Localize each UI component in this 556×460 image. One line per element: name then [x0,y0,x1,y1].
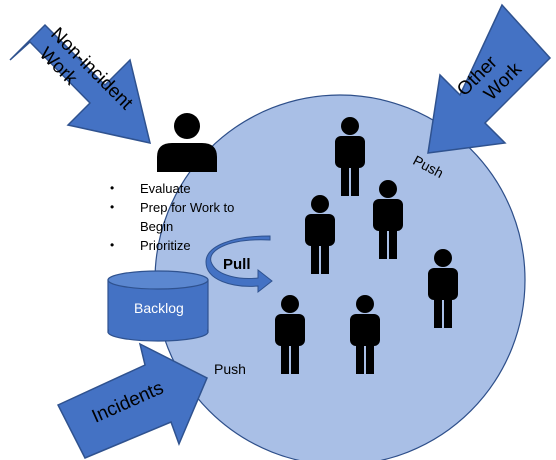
incidents-arrow [56,342,208,459]
other-work-arrow [427,3,552,154]
backlog-cylinder [107,270,209,342]
backlog-label: Backlog [134,300,184,316]
manager-task-list: Evaluate Prep for Work to Begin Prioriti… [110,179,270,255]
task-item: Evaluate [110,179,270,198]
task-item: Prioritize [110,236,270,255]
non-incident-work-arrow [9,23,152,144]
manager-person-icon [157,113,217,172]
push-bottom-label: Push [214,361,246,377]
pull-label: Pull [223,256,251,273]
task-item: Prep for Work to Begin [110,198,270,236]
